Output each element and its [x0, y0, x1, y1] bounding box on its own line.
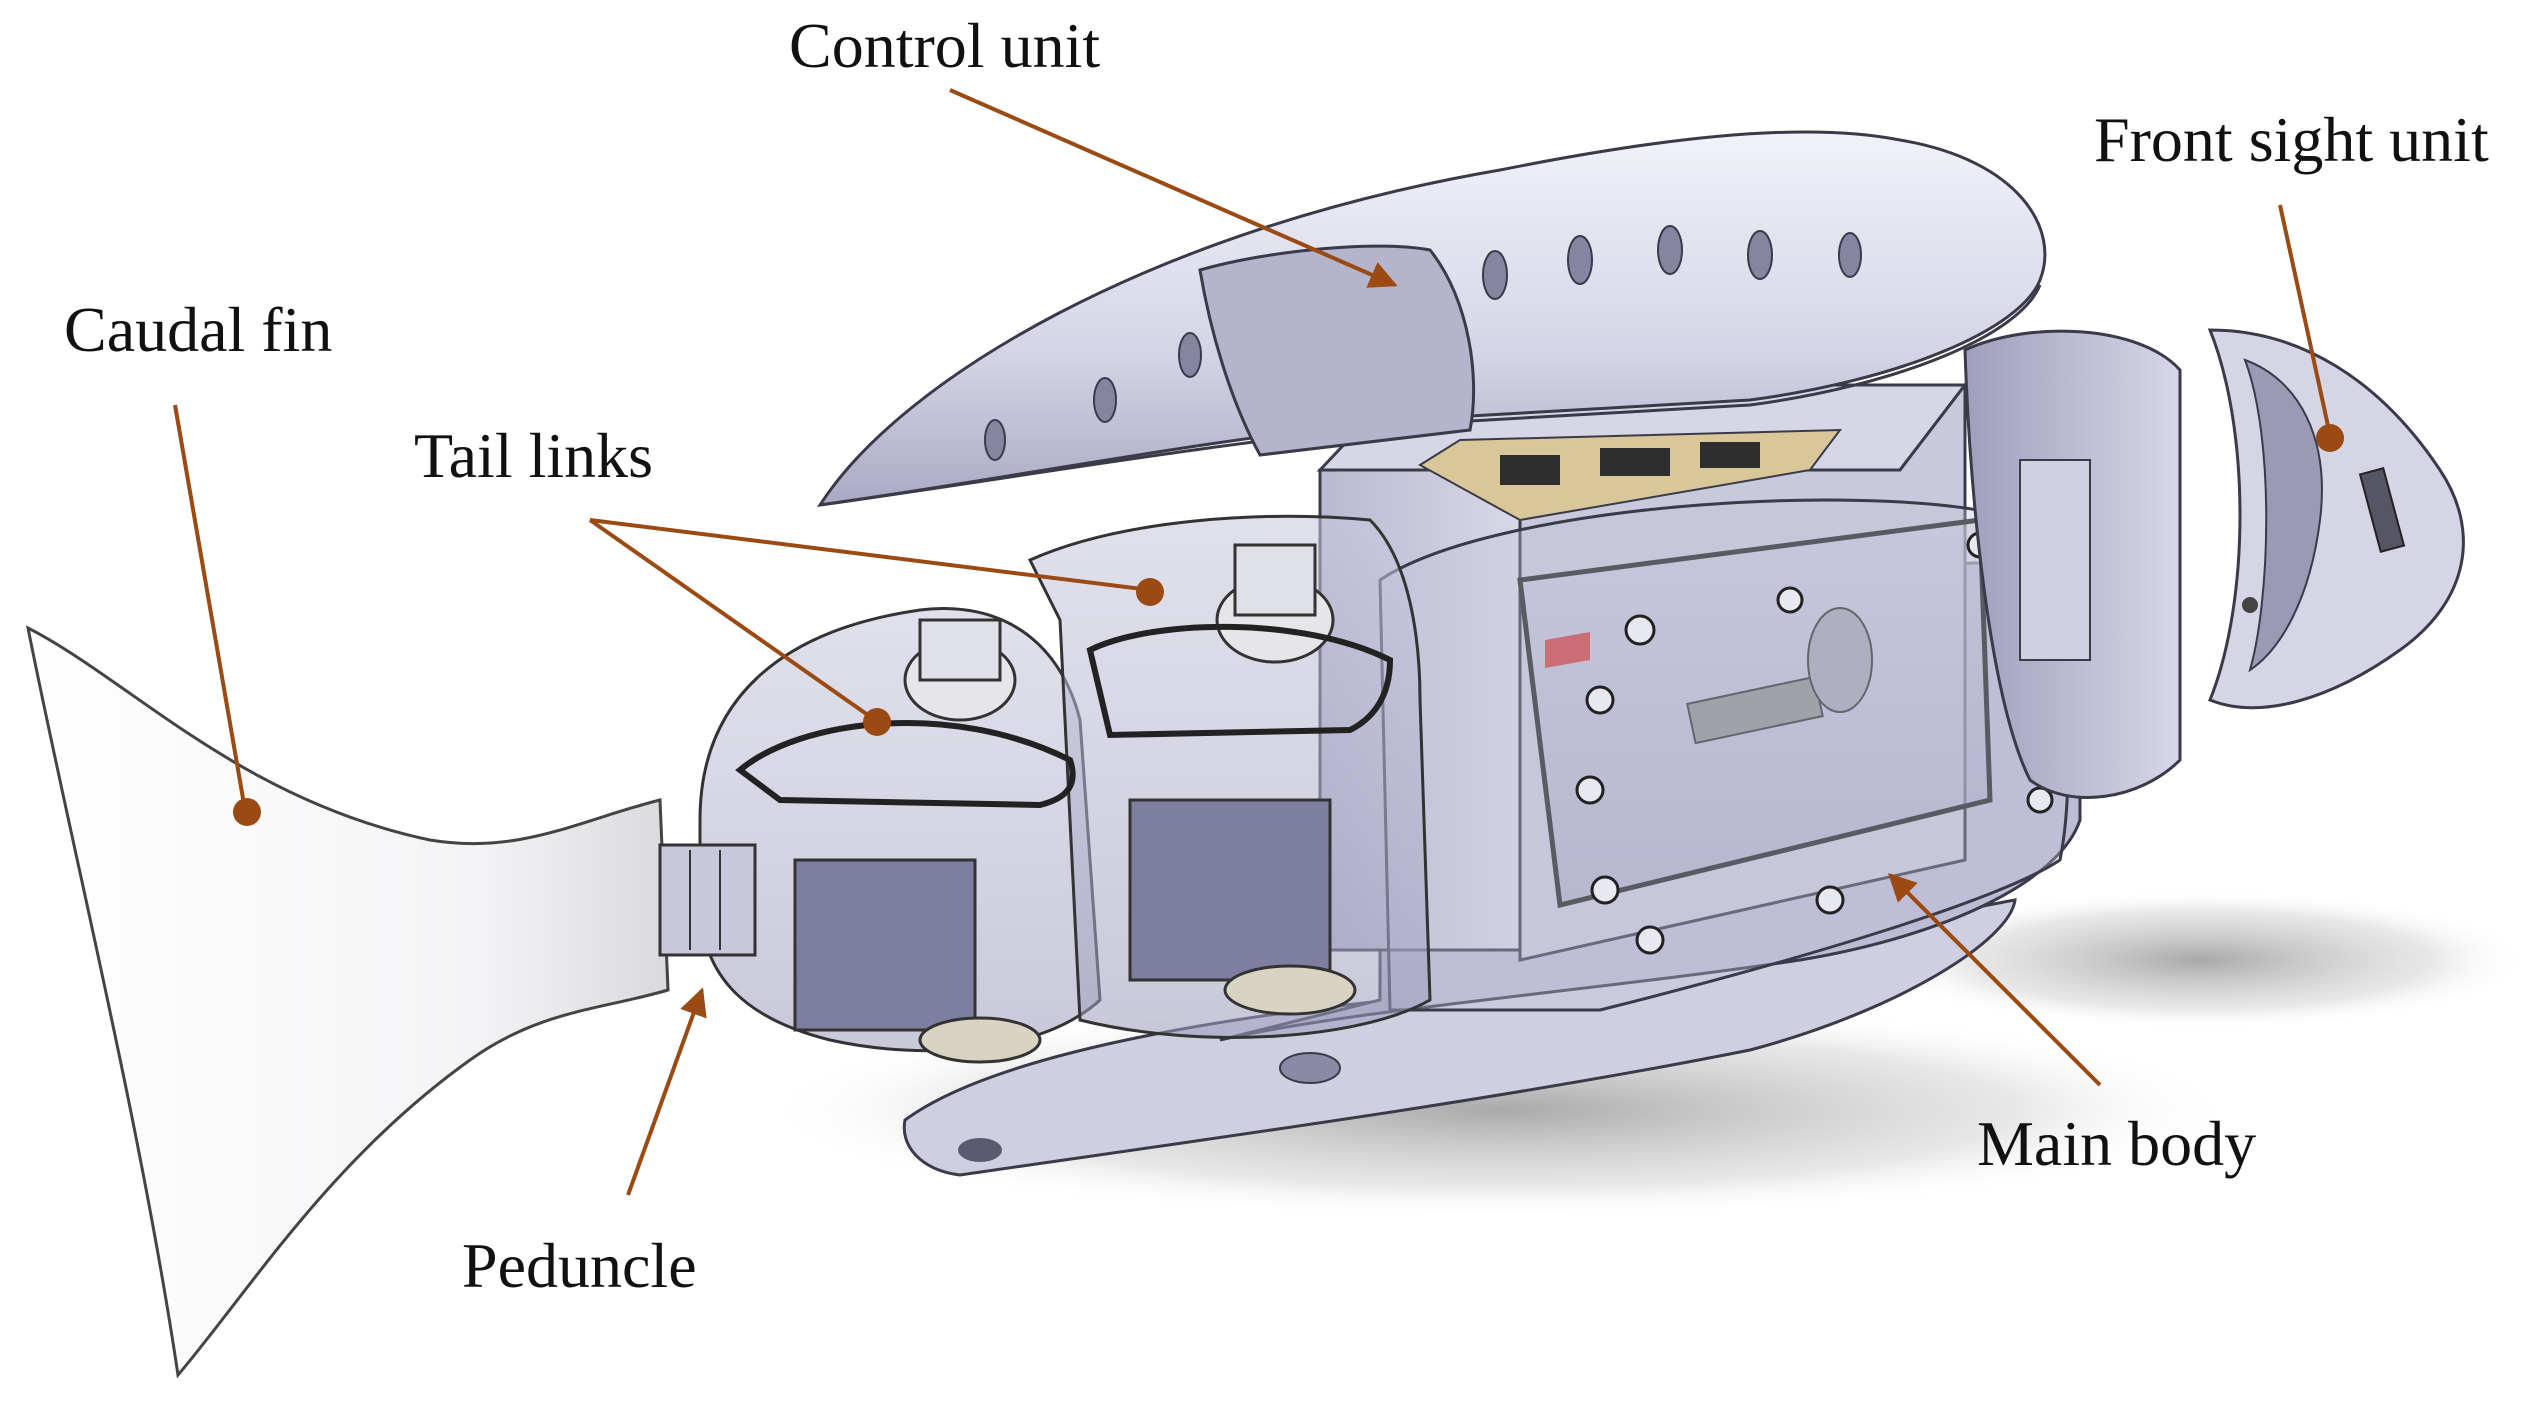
- camera-window: [2358, 467, 2406, 553]
- pcb-chip-3: [1700, 442, 1760, 468]
- leader-peduncle: [626, 987, 707, 1196]
- label-front-sight-unit: Front sight unit: [2094, 104, 2489, 175]
- sight-screw: [2242, 597, 2258, 613]
- dot-tail-links-2: [1136, 578, 1164, 606]
- peduncle-connector: [658, 843, 757, 957]
- shell-vent-holes: [984, 225, 1862, 461]
- front-sight-inner: [2243, 358, 2323, 673]
- annotation-leaders: [173, 88, 2332, 1196]
- main-body-screws: [1575, 531, 2054, 955]
- base-hole: [958, 1138, 1002, 1162]
- servo-shaft-front: [1233, 543, 1317, 617]
- servo-rear: [793, 858, 977, 1032]
- link-plate-rear: [735, 720, 1076, 809]
- screw-gear: [1807, 607, 1873, 713]
- servo-base-front: [1223, 964, 1357, 1016]
- dot-tail-links-1: [863, 708, 891, 736]
- leader-control-unit: [949, 88, 1398, 288]
- label-main-body: Main body: [1977, 1108, 2257, 1179]
- leader-tail-links-1: [588, 518, 877, 722]
- base-hole-2: [1279, 1052, 1341, 1084]
- label-tail-links: Tail links: [414, 420, 654, 491]
- dot-front-sight-unit: [2316, 424, 2344, 452]
- leader-front-sight-unit: [2278, 204, 2332, 436]
- ground-shadow-right: [1870, 890, 2529, 1030]
- label-peduncle: Peduncle: [462, 1230, 697, 1301]
- annotation-dots: [233, 424, 2344, 826]
- front-sight-shell: [2207, 328, 2465, 710]
- servo-front: [1128, 798, 1332, 982]
- dot-caudal-fin: [233, 798, 261, 826]
- label-control-unit: Control unit: [789, 10, 1101, 81]
- leader-caudal-fin: [173, 404, 247, 811]
- leader-tail-links-2: [589, 518, 1151, 592]
- front-block-slot: [2019, 459, 2091, 661]
- leader-main-body: [1888, 873, 2102, 1087]
- servo-shaft-rear: [918, 618, 1002, 682]
- caudal-fin: [25, 625, 670, 1379]
- link-plate-front: [1086, 623, 1394, 739]
- red-component: [1545, 632, 1590, 668]
- pcb-chip: [1500, 455, 1560, 485]
- label-caudal-fin: Caudal fin: [64, 294, 333, 365]
- servo-base-rear: [918, 1016, 1042, 1064]
- pcb-chip-2: [1600, 448, 1670, 476]
